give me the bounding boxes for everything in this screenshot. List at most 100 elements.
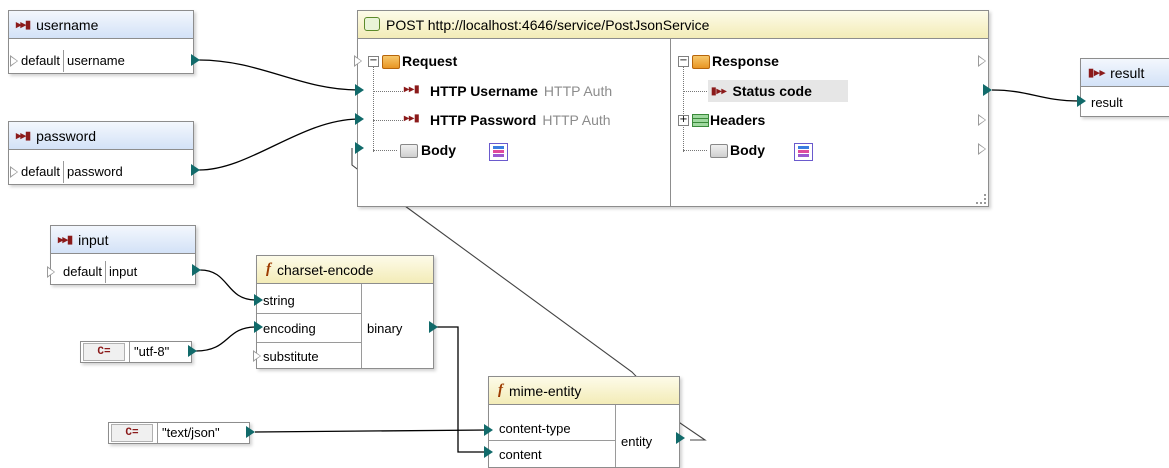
tree-branch <box>683 150 707 151</box>
headers-expand-toggle[interactable]: + <box>678 114 689 126</box>
table-icon <box>692 114 709 127</box>
binary-output-label: binary <box>367 320 403 336</box>
request-tree-line <box>373 67 374 152</box>
content-input-label: content <box>499 446 542 462</box>
web-service-icon <box>364 16 380 31</box>
encoding-input-label: encoding <box>263 320 316 336</box>
response-collapse-toggle[interactable]: − <box>678 55 689 67</box>
password-value: password <box>67 164 123 179</box>
tree-branch <box>373 120 403 121</box>
entity-output-connector[interactable] <box>676 432 685 444</box>
post-service-title: POST http://localhost:4646/service/PostJ… <box>386 16 710 33</box>
default-input-connector[interactable] <box>10 166 18 178</box>
default-label: default <box>51 261 107 283</box>
utf8-constant[interactable]: C= "utf-8" <box>80 341 192 363</box>
binary-output-connector[interactable] <box>429 321 438 333</box>
password-header[interactable]: ▸▸▮ password <box>9 122 193 150</box>
wire-json-to-content-type <box>254 429 489 433</box>
request-response-divider <box>670 39 671 206</box>
utf8-constant-value: "utf-8" <box>129 342 173 362</box>
resize-grip[interactable] <box>976 194 986 204</box>
http-password-input-connector[interactable] <box>355 113 364 125</box>
row-separator <box>257 342 361 343</box>
function-icon: f <box>498 382 503 398</box>
body-structure-button[interactable] <box>489 143 508 161</box>
post-service-component[interactable]: POST http://localhost:4646/service/PostJ… <box>354 10 989 207</box>
mime-entity-component[interactable]: f mime-entity content-type content entit… <box>488 376 680 468</box>
input-parameter-icon: ▸▸▮ <box>58 234 73 246</box>
response-tree-line <box>683 67 684 152</box>
input-output-connector[interactable] <box>192 264 201 276</box>
response-body-label: Body <box>730 142 765 158</box>
mime-divider <box>615 405 616 467</box>
response-body-output-connector[interactable] <box>978 143 986 155</box>
charset-encode-component[interactable]: f charset-encode string encoding substit… <box>253 255 434 369</box>
username-title: username <box>36 16 99 33</box>
request-envelope-icon <box>382 55 400 69</box>
text-json-constant-value: "text/json" <box>157 423 224 443</box>
response-label: Response <box>712 53 779 69</box>
response-body-structure-button[interactable] <box>794 143 813 161</box>
result-input-connector[interactable] <box>1077 95 1086 107</box>
constant-badge: C= <box>83 343 125 361</box>
http-password-label: HTTP Password <box>430 112 537 128</box>
text-json-output-connector[interactable] <box>246 426 255 438</box>
default-input-connector[interactable] <box>47 266 55 278</box>
constant-badge: C= <box>111 424 153 442</box>
default-input-connector[interactable] <box>10 55 18 67</box>
input-title: input <box>78 231 109 248</box>
wire-username-to-http-username <box>198 59 359 91</box>
post-service-header[interactable]: POST http://localhost:4646/service/PostJ… <box>358 11 988 39</box>
input-value: input <box>109 264 138 279</box>
content-input-connector[interactable] <box>484 446 493 458</box>
string-input-connector[interactable] <box>254 294 263 306</box>
http-username-hint: HTTP Auth <box>543 83 613 99</box>
status-code-output-connector[interactable] <box>983 84 992 96</box>
http-username-input-connector[interactable] <box>355 84 364 96</box>
http-password-row: HTTP Password HTTP Auth <box>430 109 665 131</box>
row-separator <box>257 313 361 314</box>
wire-status-to-result <box>991 89 1081 102</box>
body-envelope-icon <box>400 144 418 158</box>
headers-output-connector[interactable] <box>978 114 986 126</box>
charset-divider <box>361 284 362 368</box>
row-separator <box>489 440 615 441</box>
default-label: default <box>9 50 65 72</box>
input-header[interactable]: ▸▸▮ input <box>51 226 195 254</box>
text-json-constant[interactable]: C= "text/json" <box>108 422 250 444</box>
response-output-connector[interactable] <box>978 55 986 67</box>
charset-encode-title: charset-encode <box>277 261 374 278</box>
tree-branch <box>683 91 707 92</box>
request-collapse-toggle[interactable]: − <box>368 55 379 67</box>
username-component[interactable]: ▸▸▮ username default username <box>8 10 194 74</box>
content-type-input-connector[interactable] <box>484 424 493 436</box>
result-header[interactable]: ▮▸▸ result <box>1081 59 1169 87</box>
result-component[interactable]: ▮▸▸ result result <box>1080 58 1169 117</box>
string-input-label: string <box>263 292 295 308</box>
input-parameter-icon: ▸▸▮ <box>16 19 31 31</box>
username-header[interactable]: ▸▸▮ username <box>9 11 193 39</box>
password-output-connector[interactable] <box>191 164 200 176</box>
wire-utf8-to-encoding <box>195 326 257 352</box>
response-envelope-icon <box>692 55 710 69</box>
username-value: username <box>67 53 125 68</box>
substitute-input-connector[interactable] <box>253 350 261 362</box>
tree-branch <box>373 91 403 92</box>
status-code-param-icon: ▮▸▸ <box>711 85 727 97</box>
password-title: password <box>36 127 97 144</box>
wire-password-to-http-password <box>198 118 359 171</box>
password-row: default password <box>9 161 193 183</box>
request-input-connector[interactable] <box>354 55 362 67</box>
password-component[interactable]: ▸▸▮ password default password <box>8 121 194 185</box>
input-component[interactable]: ▸▸▮ input default input <box>47 225 196 285</box>
utf8-output-connector[interactable] <box>188 345 197 357</box>
mime-entity-header[interactable]: f mime-entity <box>489 377 679 405</box>
username-output-connector[interactable] <box>191 54 200 66</box>
entity-output-label: entity <box>621 433 653 449</box>
encoding-input-connector[interactable] <box>254 321 263 333</box>
status-code-row[interactable]: ▮▸▸ Status code <box>708 80 848 102</box>
output-parameter-icon: ▮▸▸ <box>1088 67 1106 79</box>
charset-encode-header[interactable]: f charset-encode <box>257 256 433 284</box>
status-code-label: Status code <box>732 83 812 99</box>
body-input-connector[interactable] <box>355 142 364 154</box>
